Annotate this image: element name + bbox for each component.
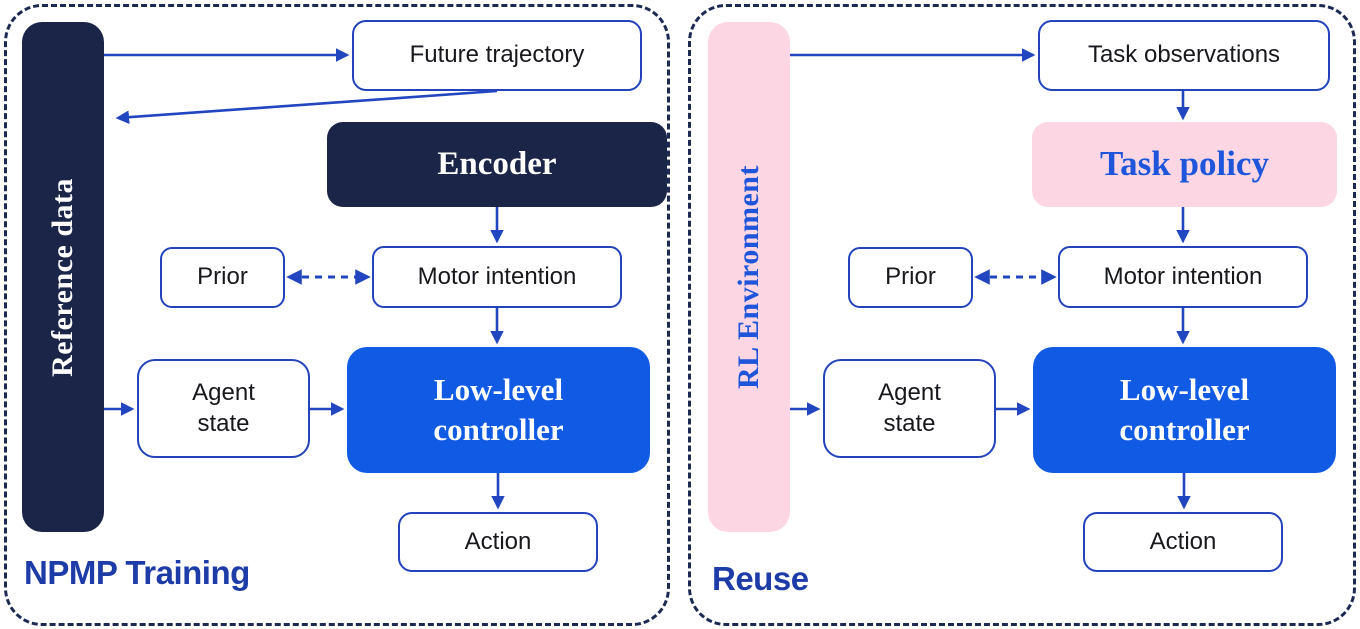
task-observations-box: Task observations [1038, 20, 1330, 91]
future-trajectory-label: Future trajectory [409, 41, 585, 69]
action-label: Action [464, 527, 532, 555]
agent-state-label-reuse: Agent state [878, 378, 941, 437]
action-box-training: Action [398, 512, 598, 572]
rl-environment-label: RL Environment [732, 165, 765, 389]
motor-intention-box-reuse: Motor intention [1058, 246, 1308, 308]
action-box-reuse: Action [1083, 512, 1283, 572]
low-level-controller-box-reuse: Low-level controller [1033, 347, 1336, 473]
prior-label-reuse: Prior [885, 263, 936, 291]
task-observations-label: Task observations [1087, 41, 1281, 69]
rl-environment-bar: RL Environment [708, 22, 790, 532]
low-level-controller-label: Low-level controller [433, 372, 564, 447]
low-level-controller-label-reuse: Low-level controller [1119, 372, 1250, 447]
motor-intention-label-reuse: Motor intention [1103, 262, 1263, 290]
task-policy-box: Task policy [1032, 122, 1337, 207]
reuse-title: Reuse [712, 560, 809, 597]
agent-state-box-training: Agent state [137, 359, 310, 458]
motor-intention-box-training: Motor intention [372, 246, 622, 308]
action-label-reuse: Action [1149, 527, 1217, 555]
future-trajectory-box: Future trajectory [352, 20, 642, 91]
agent-state-label: Agent state [192, 378, 255, 437]
low-level-controller-box-training: Low-level controller [347, 347, 650, 473]
prior-box-reuse: Prior [848, 247, 973, 308]
encoder-label: Encoder [437, 146, 557, 183]
npmp-training-title: NPMP Training [24, 554, 250, 591]
prior-box-training: Prior [160, 247, 285, 308]
npmp-training-panel [4, 4, 670, 626]
reuse-panel [688, 4, 1356, 626]
reference-data-bar: Reference data [22, 22, 104, 532]
task-policy-label: Task policy [1100, 144, 1269, 184]
agent-state-box-reuse: Agent state [823, 359, 996, 458]
reference-data-label: Reference data [46, 177, 79, 377]
prior-label: Prior [197, 263, 248, 291]
encoder-box: Encoder [327, 122, 667, 207]
motor-intention-label: Motor intention [417, 262, 577, 290]
